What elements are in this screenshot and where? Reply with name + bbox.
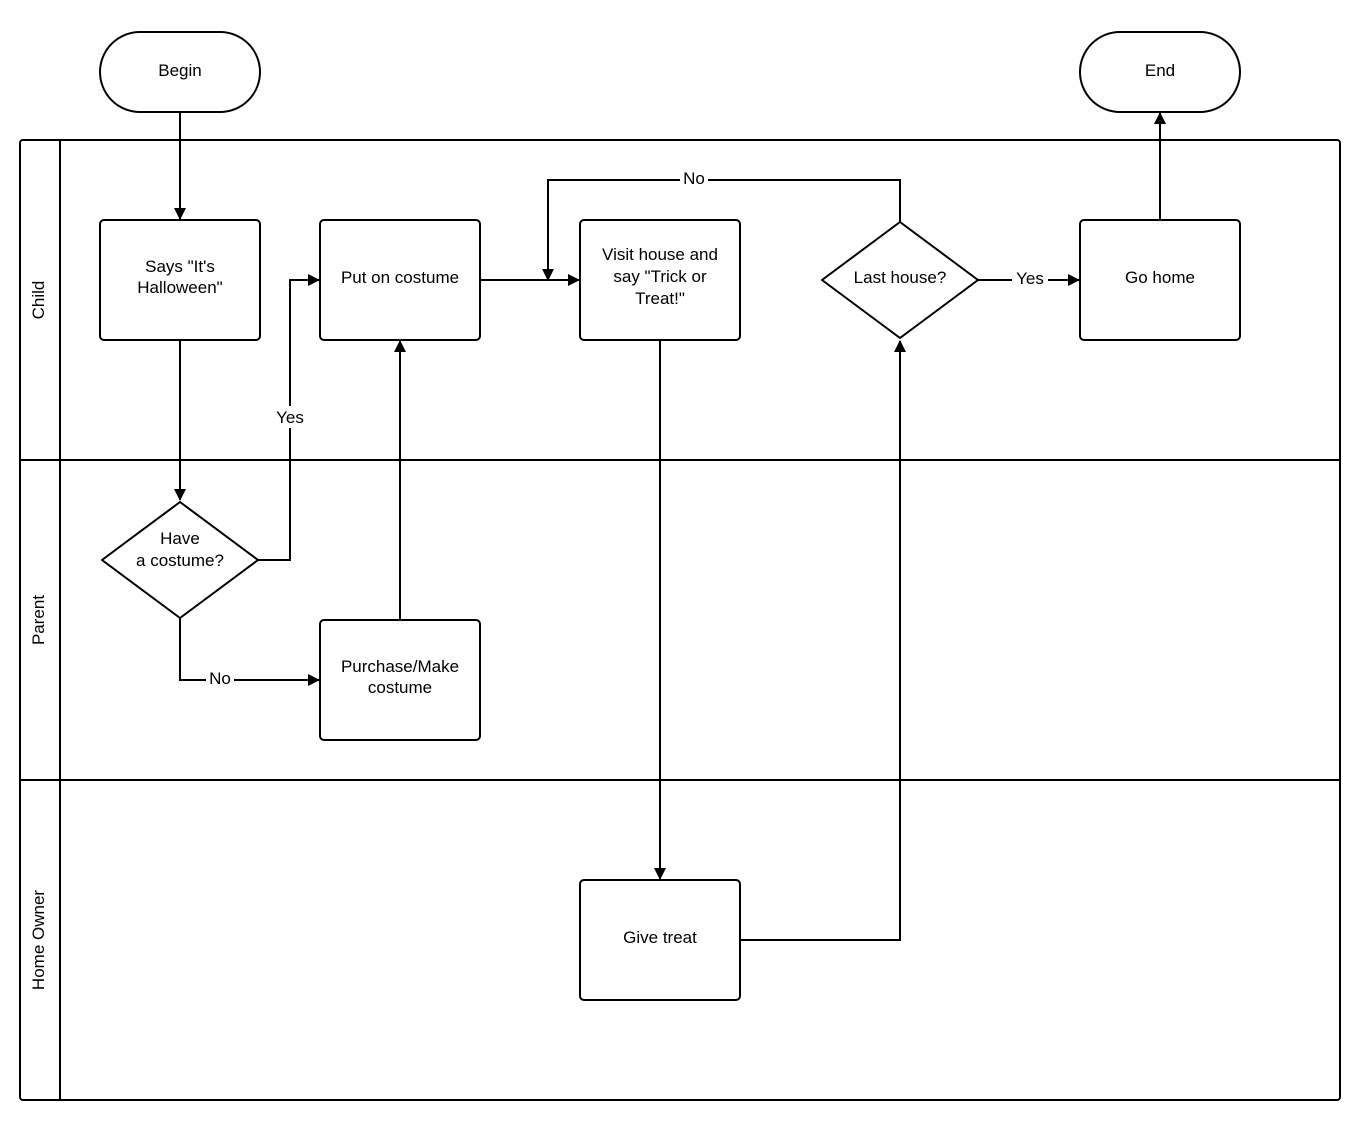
nodes: Begin End Says "It's Halloween" Put on c…: [99, 31, 1241, 1001]
process-shape-give-treat: [579, 879, 741, 1001]
node-label-have-line-2: a costume?: [136, 551, 224, 570]
lane-labels: Child Parent Home Owner: [29, 281, 48, 990]
edge-label-bg-have-put: [272, 406, 308, 428]
edge-label-bg-last-gohome: [1012, 269, 1048, 291]
node-end: End: [1079, 31, 1241, 113]
node-label-purchase-line-2: costume: [368, 678, 432, 697]
node-put-on-costume: Put on costume: [319, 219, 481, 341]
process-shape-says: [99, 219, 261, 341]
process-shape-visit: [579, 219, 741, 341]
edge-label-last-visit: No: [683, 169, 705, 188]
node-says-halloween: Says "It's Halloween": [99, 219, 261, 341]
node-label-purchase-line-1: Purchase/Make: [341, 657, 459, 676]
node-label-go-home: Go home: [1125, 268, 1195, 287]
terminal-shape-end: [1079, 31, 1241, 113]
node-label-visit-line-1: Visit house and: [602, 245, 718, 264]
edge-have-costume-no-to-purchase: [179, 618, 320, 686]
edge-label-last-gohome: Yes: [1016, 269, 1044, 288]
terminal-shape-begin: [99, 31, 261, 113]
node-label-visit-line-3: Treat!": [635, 289, 685, 308]
edge-labels: Yes No Yes No: [206, 169, 1048, 691]
swimlane-border: [19, 139, 1341, 1101]
node-have-costume: Have a costume?: [101, 501, 259, 619]
node-visit-house: Visit house and say "Trick or Treat!": [579, 219, 741, 341]
process-shape-go-home: [1079, 219, 1241, 341]
node-label-put-on: Put on costume: [341, 268, 459, 287]
edge-label-have-put: Yes: [276, 408, 304, 427]
node-purchase-costume: Purchase/Make costume: [319, 619, 481, 741]
edge-label-bg-last-visit: [680, 169, 708, 191]
node-give-treat: Give treat: [579, 879, 741, 1001]
node-begin: Begin: [99, 31, 261, 113]
node-label-begin: Begin: [158, 61, 201, 80]
lane-label-home-owner: Home Owner: [29, 890, 48, 990]
swimlane-frame: [19, 139, 1341, 1101]
node-label-have-line-1: Have: [160, 529, 200, 548]
edge-label-have-purchase: No: [209, 669, 231, 688]
edges: [174, 112, 1166, 941]
edge-give-treat-to-last-house: [740, 340, 906, 941]
node-label-says-line-2: Halloween": [137, 278, 222, 297]
edge-label-bg-have-purchase: [206, 669, 234, 691]
node-label-says-line-1: Says "It's: [145, 257, 215, 276]
process-shape-purchase: [319, 619, 481, 741]
lane-label-child: Child: [29, 281, 48, 320]
node-go-home: Go home: [1079, 219, 1241, 341]
node-last-house: Last house?: [821, 221, 979, 339]
process-shape-put-on: [319, 219, 481, 341]
decision-shape-last-house: [821, 221, 979, 339]
decision-shape-have-costume: [101, 501, 259, 619]
lane-label-parent: Parent: [29, 595, 48, 645]
edge-last-house-no-to-visit: [542, 179, 901, 281]
node-label-give-treat: Give treat: [623, 928, 697, 947]
node-label-last-house: Last house?: [854, 268, 947, 287]
node-label-end: End: [1145, 61, 1175, 80]
node-label-visit-line-2: say "Trick or: [613, 267, 707, 286]
